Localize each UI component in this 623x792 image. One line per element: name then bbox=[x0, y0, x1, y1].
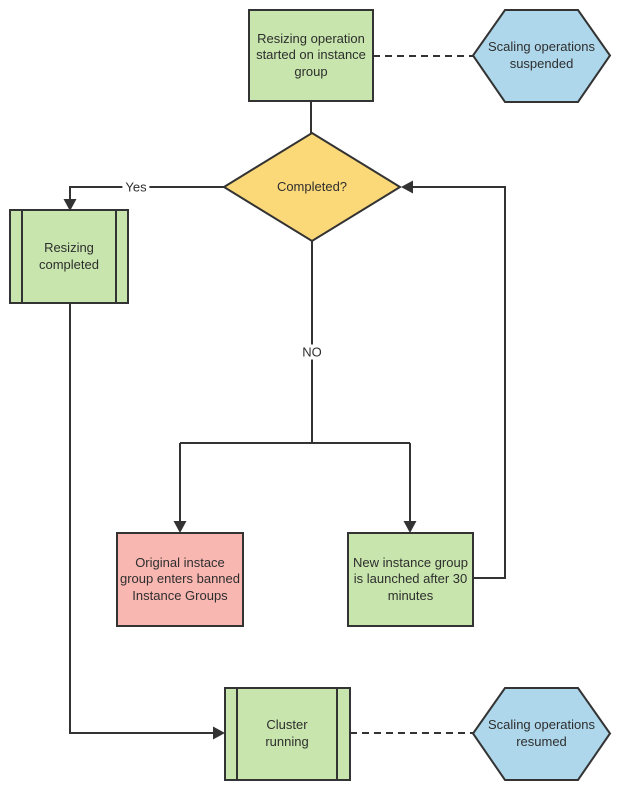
start-node-label: Resizing operation started on instance g… bbox=[256, 30, 366, 79]
resumed-hexagon bbox=[471, 687, 612, 781]
new-group-node bbox=[347, 532, 474, 627]
cluster-node bbox=[224, 687, 351, 781]
arrowhead-into-banned bbox=[173, 521, 187, 533]
new-group-node-label: New instance group is launched after 30 … bbox=[353, 554, 468, 603]
resizing-completed-label: Resizing completed bbox=[39, 239, 99, 272]
edge-resizing-completed-to-cluster bbox=[69, 303, 217, 734]
start-node bbox=[248, 9, 374, 102]
edge-decision-yes bbox=[69, 186, 224, 203]
suspended-hexagon bbox=[471, 9, 612, 103]
cluster-node-label: Cluster running bbox=[265, 717, 309, 749]
decision-diamond-label: Completed? bbox=[276, 178, 348, 194]
suspended-hexagon-label: Scaling operations suspended bbox=[488, 39, 595, 71]
banned-node bbox=[116, 532, 244, 627]
decision-diamond bbox=[222, 131, 402, 243]
banned-node-label: Original instace group enters banned Ins… bbox=[120, 554, 240, 603]
arrowhead-into-new-group bbox=[403, 521, 417, 533]
resumed-hexagon-label: Scaling operations resumed bbox=[488, 717, 595, 749]
arrowhead-into-resizing-completed bbox=[63, 199, 77, 211]
no-edge-label: NO bbox=[299, 344, 325, 360]
edge-new-group-to-decision bbox=[408, 186, 506, 579]
arrowhead-into-decision bbox=[401, 180, 413, 194]
resizing-completed-node bbox=[9, 209, 129, 304]
yes-edge-label: Yes bbox=[122, 179, 150, 195]
arrowhead-into-cluster bbox=[213, 726, 225, 740]
